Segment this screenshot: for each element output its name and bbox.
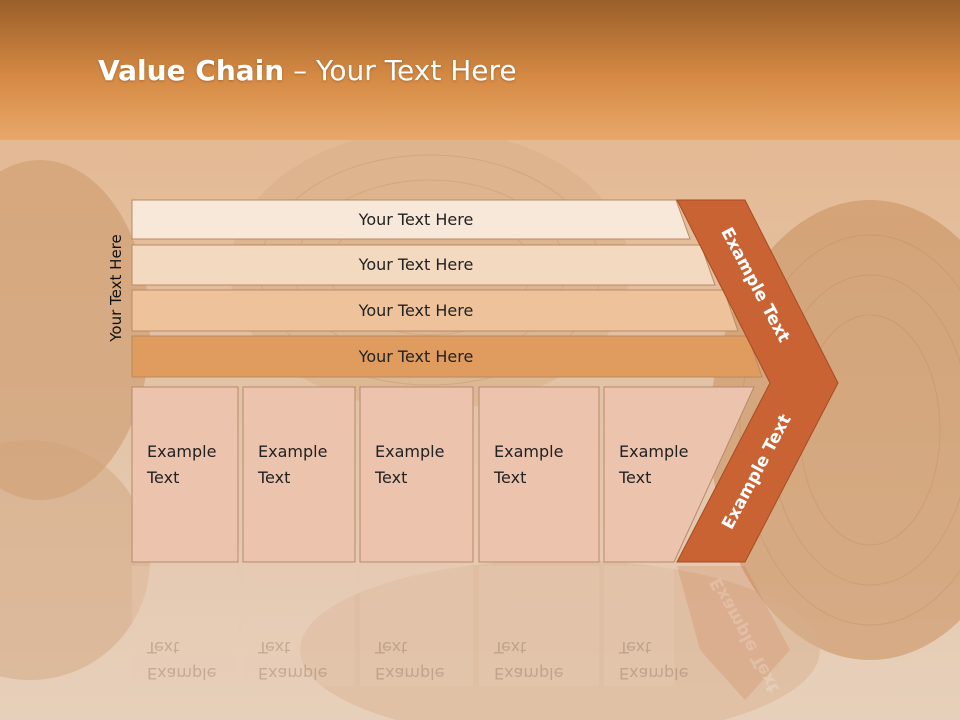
activity-box-3	[359, 386, 474, 563]
activity-box-text-3: Example Text	[375, 442, 445, 487]
slide-title: Value Chain – Your Text Here	[98, 54, 517, 87]
activity-box-reflection-1	[132, 566, 238, 686]
margin-chevron	[676, 199, 839, 563]
activity-box-text-reflection-3: Example Text	[375, 638, 445, 683]
activity-box-2	[242, 386, 356, 563]
activity-box-text-4: Example Text	[494, 442, 564, 487]
activity-box-text-reflection-4: Example Text	[494, 638, 564, 683]
value-bar-label-1: Your Text Here	[358, 209, 474, 229]
activity-box-text-reflection-2: Example Text	[258, 638, 328, 683]
value-bar-3	[131, 289, 739, 332]
margin-chevron-reflection	[677, 566, 790, 700]
title-bold: Value Chain	[98, 54, 285, 87]
activity-box-text-reflection-5: Example Text	[619, 638, 689, 683]
activity-box-text-2: Example Text	[258, 442, 328, 487]
activity-box-reflection-2	[243, 566, 355, 686]
value-bar-label-3: Your Text Here	[358, 300, 474, 320]
value-bar-4	[131, 335, 763, 378]
activity-box-reflection-4	[479, 566, 599, 686]
activity-box-text-5: Example Text	[619, 442, 689, 487]
activity-box-reflection-5	[604, 566, 674, 686]
activity-box-text-reflection-1: Example Text	[147, 638, 217, 683]
activity-box-1	[131, 386, 239, 563]
title-rest: – Your Text Here	[284, 54, 517, 87]
value-bar-label-2: Your Text Here	[358, 255, 474, 274]
activity-box-text-1: Example Text	[147, 442, 217, 487]
value-bar-1	[131, 199, 691, 240]
activity-box-4	[478, 386, 600, 563]
activity-box-5	[603, 386, 755, 563]
value-bar-label-4: Your Text Here	[358, 346, 474, 366]
activity-box-reflection-3	[360, 566, 473, 686]
value-bar-2	[131, 244, 716, 286]
